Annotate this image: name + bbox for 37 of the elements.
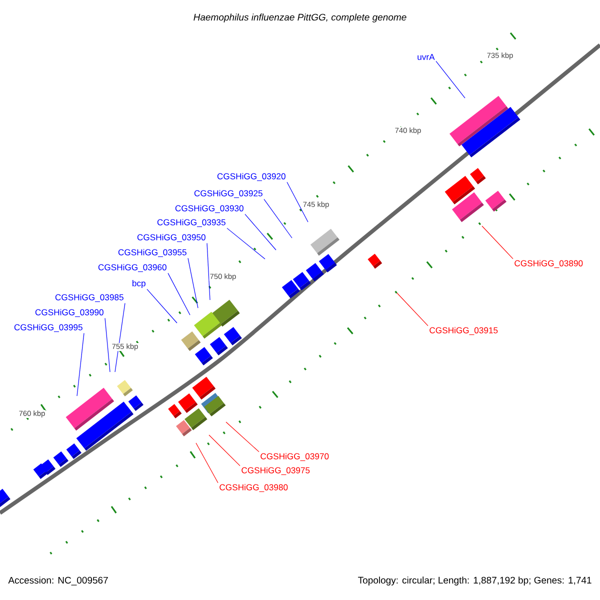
leader-line <box>114 302 126 372</box>
gene-label: CGSHiGG_03990 <box>35 309 104 317</box>
footer-text: Accession: NC_009567 <box>8 576 108 586</box>
gene-label: CGSHiGG_03915 <box>430 327 498 335</box>
gene-label: CGSHiGG_03975 <box>242 467 310 475</box>
leader-line <box>196 442 218 484</box>
leader-line <box>396 292 428 326</box>
gene-label: CGSHiGG_03920 <box>217 173 286 181</box>
leader-line <box>226 228 266 260</box>
title: Haemophilus influenzae PittGG, complete genome <box>194 14 406 22</box>
leader-line <box>244 214 276 250</box>
gene-label: CGSHiGG_03995 <box>14 324 82 332</box>
gene-label: uvrA <box>418 54 435 60</box>
leader-line <box>76 332 84 396</box>
gene-label: CGSHiGG_03935 <box>157 219 226 227</box>
gene-label: CGSHiGG_03960 <box>98 264 166 272</box>
leader-line <box>482 226 514 260</box>
gene-label: CGSHiGG_03930 <box>175 205 244 213</box>
leader-line <box>436 60 466 98</box>
footer-text: Topology: circular; Length: 1,887,192 bp; Genes: 1,741 <box>358 576 592 586</box>
leader-line <box>188 258 198 308</box>
leader-line <box>286 182 308 222</box>
leader-line <box>264 198 292 238</box>
gene-label: CGSHiGG_03890 <box>514 260 583 268</box>
leader-line <box>226 422 260 452</box>
leader-line <box>168 272 190 316</box>
gene-label: CGSHiGG_03980 <box>220 484 288 492</box>
leader-line <box>146 288 178 324</box>
leader-line <box>104 318 110 372</box>
gene-label: CGSHiGG_03955 <box>118 249 186 257</box>
gene-label: CGSHiGG_03925 <box>194 190 262 198</box>
gene-label: CGSHiGG_03950 <box>137 234 206 242</box>
gene-label: bcp <box>132 280 146 288</box>
leader-line <box>206 242 210 300</box>
leader-line <box>208 434 240 466</box>
gene-label: CGSHiGG_03985 <box>55 294 124 302</box>
gene-label: CGSHiGG_03970 <box>260 453 329 461</box>
